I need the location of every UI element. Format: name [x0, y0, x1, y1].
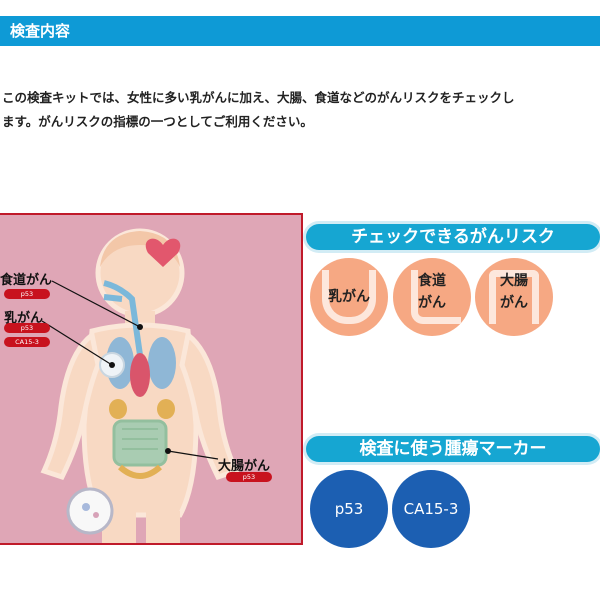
callout-breast-marker-ca153: CA15-3 — [4, 337, 50, 347]
intro-line-2: ます。がんリスクの指標の一つとしてご利用ください。 — [2, 114, 313, 129]
body-figure-graphic — [40, 228, 240, 543]
risk-item-esophageal: 食道 がん — [393, 258, 471, 336]
marker-item-ca153: CA15-3 — [392, 470, 470, 548]
intro-line-1: この検査キットでは、女性に多い乳がんに加え、大腸、食道などのがんリスクをチェック… — [2, 90, 515, 105]
marker-item-p53: p53 — [310, 470, 388, 548]
risk-item-breast: 乳がん — [310, 258, 388, 336]
callout-esophageal-marker-p53: p53 — [4, 289, 50, 299]
marker-section-banner: 検査に使う腫瘍マーカー — [306, 436, 600, 462]
callout-breast-title: 乳がん — [4, 311, 44, 326]
callout-colorectal-title: 大腸がん — [218, 459, 271, 474]
esophagus-icon — [411, 270, 461, 324]
callout-breast-marker-p53: p53 — [4, 323, 50, 333]
body-illustration: 食道がん p53 乳がん p53 CA15-3 大腸がん p53 — [0, 213, 303, 545]
callout-esophageal-title: 食道がん — [0, 273, 53, 288]
risk-item-colorectal-label: 大腸 がん — [500, 273, 528, 311]
intro-text: この検査キットでは、女性に多い乳がんに加え、大腸、食道などのがんリスクをチェック… — [2, 86, 598, 134]
callout-colorectal-marker-p53: p53 — [226, 472, 272, 482]
risk-item-colorectal: 大腸 がん — [475, 258, 553, 336]
section-title: 検査内容 — [10, 22, 71, 40]
risk-section-banner: チェックできるがんリスク — [306, 224, 600, 250]
breast-icon — [322, 270, 376, 324]
intestine-icon — [489, 270, 539, 324]
section-header: 検査内容 — [0, 16, 600, 46]
risk-item-breast-label: 乳がん — [328, 289, 370, 305]
risk-item-esophageal-label: 食道 がん — [418, 273, 446, 311]
